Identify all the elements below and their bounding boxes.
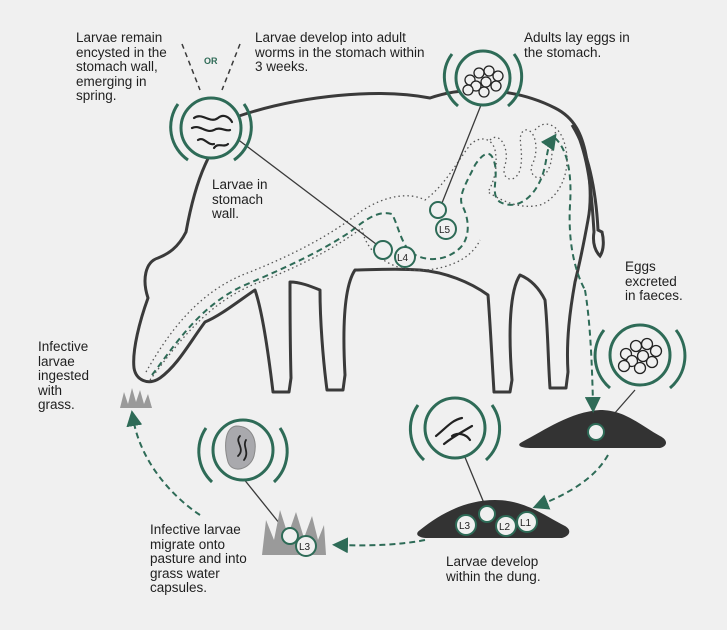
- stage-tag-dung-l3: L3: [459, 521, 471, 532]
- cow-body-outline: [132, 88, 592, 394]
- stage-marker-l4-a: [373, 240, 393, 260]
- faeces-eggs-zoom-circle: [593, 323, 687, 390]
- stage-marker-dung-center: [478, 505, 496, 523]
- stage-marker-l5-a: [429, 201, 447, 219]
- cycle-arrow-grass-to-mouth: [126, 410, 201, 516]
- grass-tuft-mouth: [120, 388, 152, 408]
- dung-worm-icon: [434, 416, 474, 446]
- stomach-wall-zoom-circle: [169, 96, 253, 162]
- label-migrate: Infective larvae migrate onto pasture an…: [150, 522, 247, 595]
- stage-marker-l5: [435, 218, 457, 240]
- label-larvae-wall: Larvae in stomach wall.: [212, 177, 268, 221]
- stage-tag-dung-l1: L1: [520, 518, 532, 529]
- adult-eggs-zoom-circle: [442, 49, 524, 108]
- pointer-line-dung-larvae: [461, 449, 487, 509]
- stage-tag-l5: L5: [439, 225, 451, 236]
- cycle-arrow-eggs-to-pat: [584, 289, 601, 413]
- label-encysted: Larvae remain encysted in the stomach wa…: [76, 30, 167, 103]
- cycle-arrow-pat-to-larvae: [532, 454, 609, 510]
- stage-marker-l4: [394, 246, 416, 268]
- digestive-tract-outline: [145, 123, 568, 381]
- pointer-line-stomach-wall: [231, 134, 381, 248]
- label-develop-dung: Larvae develop within the dung.: [446, 554, 541, 584]
- cycle-arrow-dung-to-grass: [332, 537, 426, 554]
- stage-marker-dung-l1: [516, 511, 538, 533]
- label-develop-adult: Larvae develop into adult worms in the s…: [255, 30, 425, 74]
- cow-tail-outline: [570, 124, 605, 259]
- pointer-line-adults: [439, 99, 484, 209]
- pointer-line-or-left: [181, 43, 201, 91]
- internal-return-path: [554, 137, 586, 291]
- internal-migration-path: [151, 133, 557, 376]
- pointer-line-or-right: [221, 43, 241, 91]
- worm-larvae-icon: [190, 114, 234, 150]
- label-or: OR: [204, 56, 218, 66]
- stage-marker-grass-a: [281, 527, 299, 545]
- label-adults-lay: Adults lay eggs in the stomach.: [524, 30, 630, 60]
- stage-marker-dung-l2: [495, 515, 517, 537]
- stage-tag-dung-l2: L2: [499, 522, 511, 533]
- grass-capsule-zoom-circle: [197, 418, 289, 484]
- stage-tag-l4: L4: [397, 253, 409, 264]
- label-infective-ingested: Infective larvae ingested with grass.: [38, 339, 90, 412]
- faeces-egg-cluster-icon: [617, 337, 663, 375]
- label-eggs-excreted: Eggs excreted in faeces.: [625, 259, 683, 303]
- dung-larvae-zoom-circle: [408, 396, 502, 462]
- stage-marker-grass-l3: [295, 535, 317, 557]
- stage-tag-grass-l3: L3: [299, 542, 311, 553]
- egg-cluster-icon: [462, 65, 504, 98]
- stage-marker-dung-l3: [455, 514, 477, 536]
- stage-marker-dung-egg: [587, 423, 605, 441]
